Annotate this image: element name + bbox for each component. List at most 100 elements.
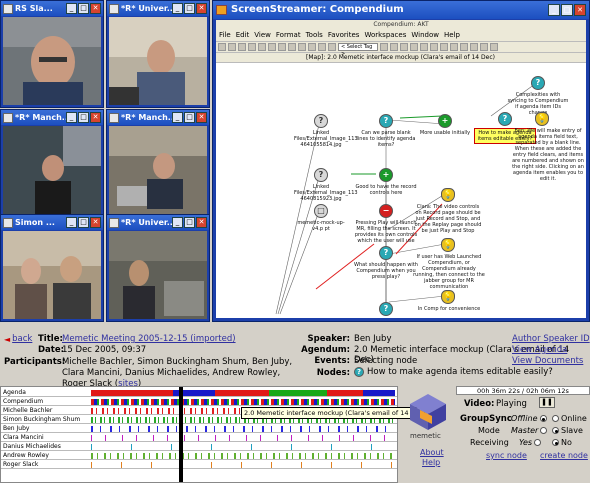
- reference-node-icon[interactable]: ?: [314, 114, 328, 128]
- toolbar-button[interactable]: [440, 43, 448, 51]
- maximize-button[interactable]: □: [78, 3, 89, 14]
- toolbar-button[interactable]: [268, 43, 276, 51]
- question-node-icon[interactable]: ?: [498, 112, 512, 126]
- sites-link[interactable]: sites: [118, 379, 138, 389]
- menu-help[interactable]: Help: [443, 31, 460, 39]
- video-window-6[interactable]: *R* Univer... _□✕: [106, 214, 210, 322]
- question-node-icon[interactable]: ?: [379, 114, 393, 128]
- minimize-button[interactable]: _: [548, 4, 560, 16]
- idea-node-icon[interactable]: 💡: [441, 238, 455, 252]
- close-button[interactable]: ✕: [196, 217, 207, 228]
- master-radio[interactable]: Master: [511, 426, 548, 435]
- offline-radio[interactable]: Offline: [511, 414, 547, 423]
- toolbar-button[interactable]: [380, 43, 388, 51]
- minimize-button[interactable]: _: [172, 217, 183, 228]
- video-title-bar[interactable]: RS Sla...: [1, 1, 103, 16]
- selected-node-label[interactable]: How to make agenda items editable easily…: [474, 128, 536, 144]
- con-node-icon[interactable]: −: [379, 204, 393, 218]
- idea-node-icon[interactable]: 💡: [441, 188, 455, 202]
- current-node[interactable]: ? How to make agenda items editable easi…: [354, 367, 553, 377]
- toolbar-button[interactable]: [400, 43, 408, 51]
- minimize-button[interactable]: _: [66, 112, 77, 123]
- back-label[interactable]: back: [12, 334, 33, 344]
- compendium-track[interactable]: [91, 399, 395, 405]
- close-button[interactable]: ✕: [196, 112, 207, 123]
- menu-tools[interactable]: Tools: [305, 31, 323, 39]
- video-window-1[interactable]: RS Sla... _□✕: [0, 0, 104, 108]
- video-window-3[interactable]: *R* Manch... _□✕: [0, 109, 104, 217]
- pro-node-icon[interactable]: +: [438, 114, 452, 128]
- video-title-bar[interactable]: Simon ...: [1, 215, 103, 230]
- participant-track[interactable]: [91, 453, 395, 459]
- close-button[interactable]: ✕: [574, 4, 586, 16]
- toolbar-button[interactable]: [480, 43, 488, 51]
- back-link[interactable]: ◄ back: [4, 334, 32, 344]
- reference-node-icon[interactable]: ?: [314, 168, 328, 182]
- create-node-link[interactable]: create node: [540, 451, 588, 460]
- tag-select[interactable]: < Select Tag >: [338, 43, 378, 57]
- toolbar-button[interactable]: [470, 43, 478, 51]
- participant-track[interactable]: [91, 435, 395, 441]
- toolbar-button[interactable]: [450, 43, 458, 51]
- playhead-cursor[interactable]: [179, 387, 183, 482]
- maximize-button[interactable]: □: [184, 112, 195, 123]
- map-canvas[interactable]: ? Complexities with syncing to Compendiu…: [216, 64, 586, 318]
- question-node-icon[interactable]: ?: [379, 302, 393, 316]
- question-node-icon[interactable]: ?: [531, 76, 545, 90]
- participant-track[interactable]: [91, 444, 395, 450]
- online-radio[interactable]: Online: [552, 414, 587, 423]
- view-agenda-link[interactable]: View Agenda: [512, 345, 568, 355]
- toolbar-button[interactable]: [490, 43, 498, 51]
- menu-window[interactable]: Window: [411, 31, 439, 39]
- toolbar-button[interactable]: [238, 43, 246, 51]
- view-documents-link[interactable]: View Documents: [512, 356, 584, 366]
- minimize-button[interactable]: _: [66, 217, 77, 228]
- video-window-4[interactable]: *R* Manch... _□✕: [106, 109, 210, 217]
- maximize-button[interactable]: □: [561, 4, 573, 16]
- minimize-button[interactable]: _: [172, 112, 183, 123]
- compendium-title-bar[interactable]: ScreenStreamer: Compendium _ □ ✕: [213, 1, 589, 19]
- toolbar-button[interactable]: [298, 43, 306, 51]
- menu-edit[interactable]: Edit: [235, 31, 250, 39]
- timeline-panel[interactable]: Agenda Compendium Michelle Bachler Simon…: [0, 386, 429, 483]
- idea-node-icon[interactable]: 💡: [441, 290, 455, 304]
- close-button[interactable]: ✕: [90, 3, 101, 14]
- maximize-button[interactable]: □: [184, 217, 195, 228]
- toolbar-button[interactable]: [460, 43, 468, 51]
- about-link[interactable]: About: [420, 448, 444, 457]
- toolbar-button[interactable]: [258, 43, 266, 51]
- maximize-button[interactable]: □: [78, 217, 89, 228]
- toolbar-button[interactable]: [228, 43, 236, 51]
- participant-track[interactable]: [91, 462, 395, 468]
- agenda-track[interactable]: [91, 390, 395, 396]
- video-title-bar[interactable]: *R* Univer...: [107, 1, 209, 16]
- toolbar-button[interactable]: [288, 43, 296, 51]
- toolbar-button[interactable]: [390, 43, 398, 51]
- toolbar-button[interactable]: [430, 43, 438, 51]
- maximize-button[interactable]: □: [184, 3, 195, 14]
- receiving-no-radio[interactable]: No: [552, 438, 572, 447]
- menu-format[interactable]: Format: [275, 31, 301, 39]
- slave-radio[interactable]: Slave: [552, 426, 583, 435]
- current-node-label[interactable]: How to make agenda items editable easily…: [367, 367, 553, 377]
- toolbar-button[interactable]: [318, 43, 326, 51]
- close-button[interactable]: ✕: [196, 3, 207, 14]
- pause-button[interactable]: ❚❚: [539, 397, 555, 408]
- help-link[interactable]: Help: [422, 458, 441, 467]
- close-button[interactable]: ✕: [90, 217, 101, 228]
- participant-track[interactable]: [91, 417, 395, 423]
- toolbar-button[interactable]: [328, 43, 336, 51]
- video-window-2[interactable]: *R* Univer... _□✕: [106, 0, 210, 108]
- toolbar-button[interactable]: [410, 43, 418, 51]
- minimize-button[interactable]: _: [66, 3, 77, 14]
- menu-view[interactable]: View: [254, 31, 271, 39]
- toolbar-button[interactable]: [308, 43, 316, 51]
- question-node-icon[interactable]: ?: [379, 246, 393, 260]
- toolbar-button[interactable]: [278, 43, 286, 51]
- file-node-icon[interactable]: □: [314, 204, 328, 218]
- video-title-bar[interactable]: *R* Manch...: [107, 110, 209, 125]
- sync-node-link[interactable]: sync node: [486, 451, 527, 460]
- meeting-title-link[interactable]: Memetic Meeting 2005-12-15 (imported): [62, 334, 236, 344]
- idea-node-icon[interactable]: 💡: [535, 112, 549, 126]
- video-title-bar[interactable]: *R* Manch...: [1, 110, 103, 125]
